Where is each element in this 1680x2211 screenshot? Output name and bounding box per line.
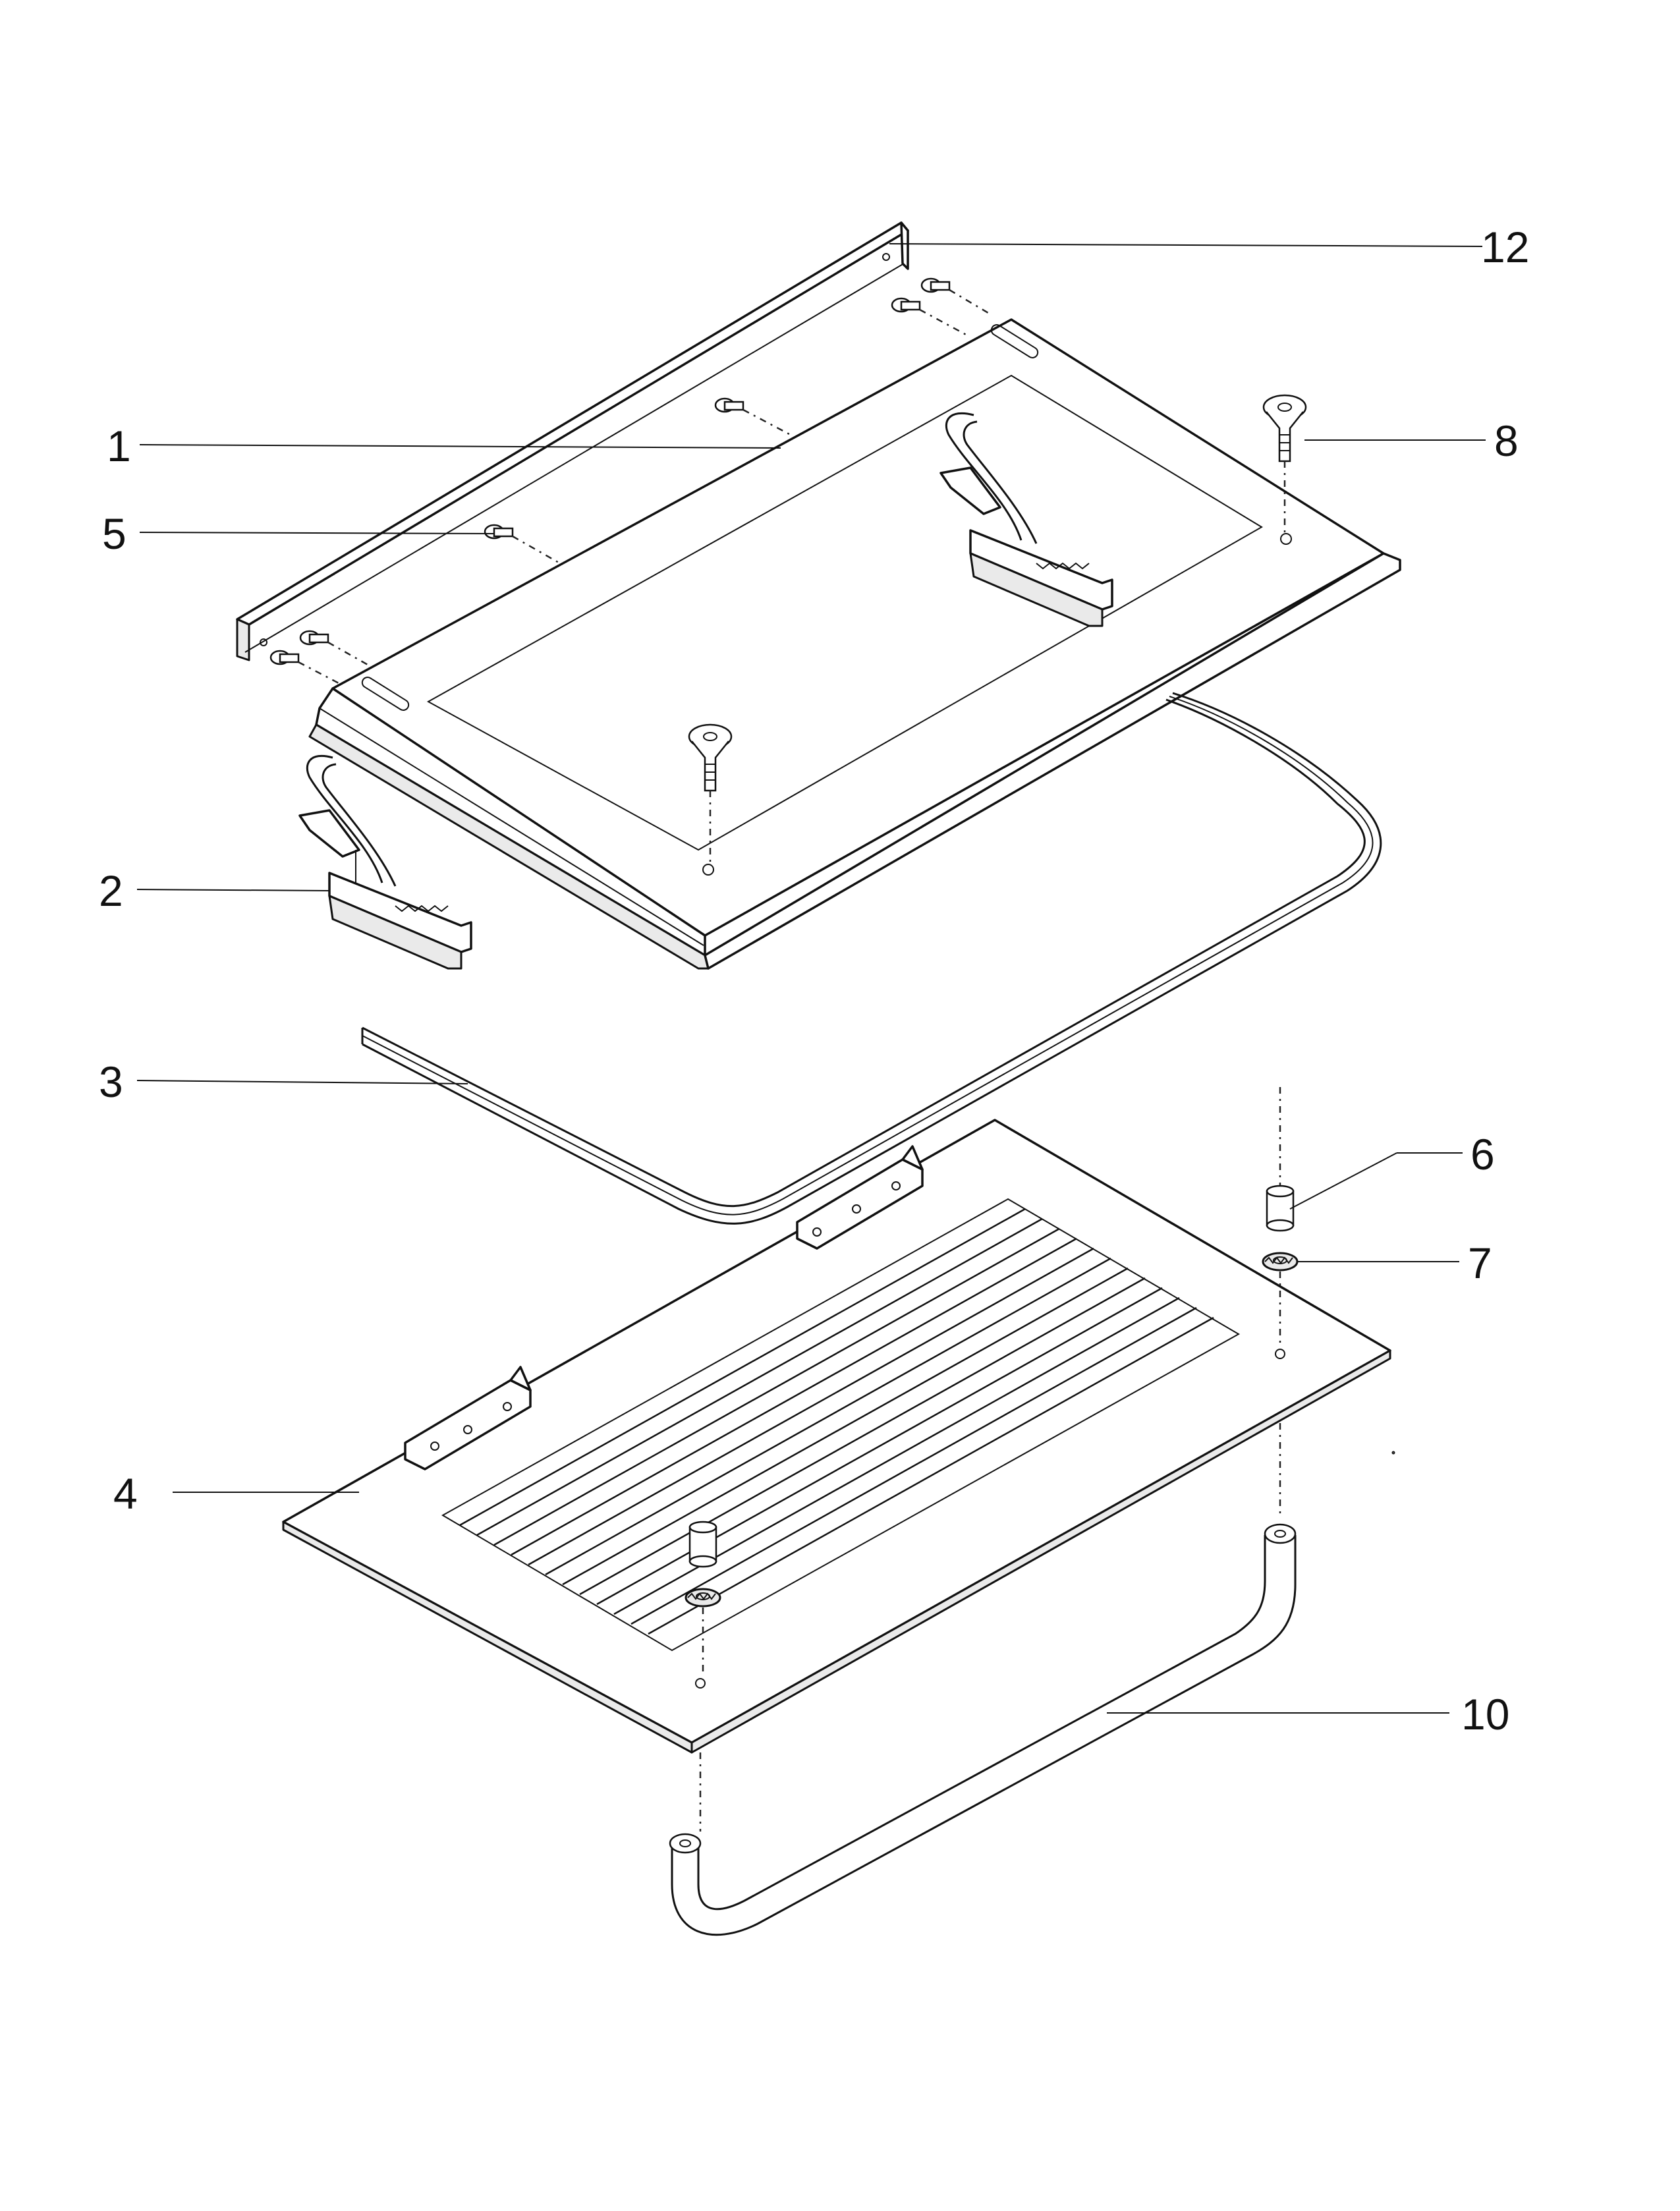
part-5-screws: [269, 277, 989, 686]
part-8-screws: [688, 394, 1307, 863]
callout-3: 3: [99, 1057, 123, 1106]
callout-8: 8: [1494, 416, 1519, 465]
callout-1: 1: [107, 422, 131, 470]
callout-labels: 12 1 8 5 2 3 6 7 4 10: [99, 223, 1529, 1739]
stray-mark: [1391, 1451, 1395, 1455]
part-7-washers: [685, 1252, 1299, 1677]
callout-2: 2: [99, 866, 123, 915]
part-6-spacers: [688, 1087, 1295, 1568]
part-1-upper-door-panel: [308, 318, 1401, 970]
part-4-lower-door-panel: [282, 1119, 1391, 1754]
part-10-handle: [669, 1423, 1297, 1936]
leader-lines: [136, 243, 1486, 1714]
part-2-hinge-left: [298, 754, 472, 970]
callout-4: 4: [113, 1469, 138, 1518]
callout-12: 12: [1481, 223, 1529, 271]
callout-10: 10: [1461, 1690, 1509, 1739]
part-2-hinge-right: [939, 412, 1113, 627]
part-3-gasket: [361, 692, 1382, 1225]
callout-5: 5: [102, 509, 126, 558]
glass-slats: [459, 1208, 1214, 1635]
part-12-trim-strip: [236, 221, 909, 661]
callout-6: 6: [1470, 1130, 1495, 1179]
callout-7: 7: [1468, 1239, 1492, 1287]
